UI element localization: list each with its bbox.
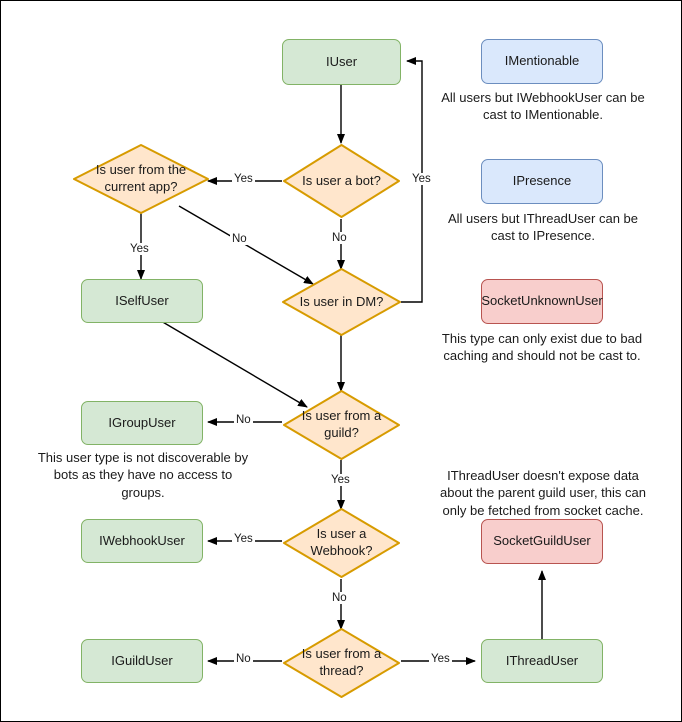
diamond-shape-icon	[283, 390, 400, 460]
edge-currentapp-no-to-isdm	[178, 205, 314, 285]
node-is-user-a-bot-label: Is user a bot?	[302, 172, 381, 188]
edge-label-guild-yes: Yes	[329, 474, 352, 486]
edge-label-current-app-no: No	[230, 233, 249, 245]
node-is-user-a-webhook-label: Is user a Webhook?	[310, 526, 373, 558]
node-imentionable[interactable]: IMentionable	[481, 39, 603, 84]
edge-label-thread-yes: Yes	[429, 653, 452, 665]
edge-label-current-app-yes: Yes	[128, 243, 151, 255]
diamond-shape-icon	[73, 144, 209, 214]
node-iwebhookuser[interactable]: IWebhookUser	[81, 519, 203, 563]
edge-label-guild-no: No	[234, 414, 253, 426]
note-igroupuser: This user type is not discoverable by bo…	[37, 450, 249, 500]
note-socketguilduser: IThreadUser doesn't expose data about th…	[440, 468, 646, 518]
node-iselfuser-label: ISelfUser	[115, 292, 169, 308]
note-imentionable: All users but IWebhookUser can be cast t…	[441, 90, 645, 123]
node-is-user-from-current-app-label: Is user from the current app?	[95, 162, 187, 194]
node-ipresence[interactable]: IPresence	[481, 159, 603, 204]
node-igroupuser-label: IGroupUser	[108, 414, 176, 430]
node-iguilduser[interactable]: IGuildUser	[81, 639, 203, 683]
node-is-user-from-a-thread[interactable]: Is user from a thread?	[282, 627, 401, 699]
node-is-user-a-bot[interactable]: Is user a bot?	[282, 143, 401, 219]
node-is-user-a-webhook[interactable]: Is user a Webhook?	[282, 507, 401, 579]
edge-label-webhook-yes: Yes	[232, 533, 255, 545]
node-iguilduser-label: IGuildUser	[111, 652, 173, 668]
node-imentionable-label: IMentionable	[504, 53, 580, 69]
node-ipresence-label: IPresence	[512, 173, 572, 189]
edge-label-dm-yes: Yes	[410, 173, 433, 185]
node-ithreaduser-label: IThreadUser	[505, 652, 579, 668]
node-is-user-in-dm[interactable]: Is user in DM?	[281, 267, 402, 337]
node-is-user-from-current-app[interactable]: Is user from the current app?	[72, 143, 210, 215]
diamond-shape-icon	[283, 628, 400, 698]
node-ithreaduser[interactable]: IThreadUser	[481, 639, 603, 683]
node-iuser-label: IUser	[325, 53, 358, 69]
node-is-user-from-a-thread-label: Is user from a thread?	[301, 646, 382, 678]
node-socketguilduser[interactable]: SocketGuildUser	[481, 519, 603, 564]
edge-label-thread-no: No	[234, 653, 253, 665]
diamond-shape-icon	[283, 144, 400, 218]
diamond-shape-icon	[282, 268, 401, 336]
node-socketunknownuser[interactable]: SocketUnknownUser	[481, 279, 603, 324]
node-socketguilduser-label: SocketGuildUser	[493, 533, 591, 549]
node-iwebhookuser-label: IWebhookUser	[99, 532, 185, 548]
note-ipresence: All users but IThreadUser can be cast to…	[447, 211, 639, 244]
node-socketunknownuser-label: SocketUnknownUser	[481, 293, 603, 309]
note-socketunknownuser: This type can only exist due to bad cach…	[441, 331, 643, 364]
edge-iselfuser-to-isguild	[160, 320, 308, 408]
node-iselfuser[interactable]: ISelfUser	[81, 279, 203, 323]
edge-label-bot-yes: Yes	[232, 173, 255, 185]
edge-label-webhook-no: No	[330, 592, 349, 604]
node-is-user-from-a-guild-label: Is user from a guild?	[301, 408, 382, 440]
node-is-user-in-dm-label: Is user in DM?	[299, 293, 384, 309]
edge-label-bot-no: No	[330, 232, 349, 244]
node-iuser[interactable]: IUser	[282, 39, 401, 85]
diamond-shape-icon	[283, 508, 400, 578]
node-is-user-from-a-guild[interactable]: Is user from a guild?	[282, 389, 401, 461]
node-igroupuser[interactable]: IGroupUser	[81, 401, 203, 445]
